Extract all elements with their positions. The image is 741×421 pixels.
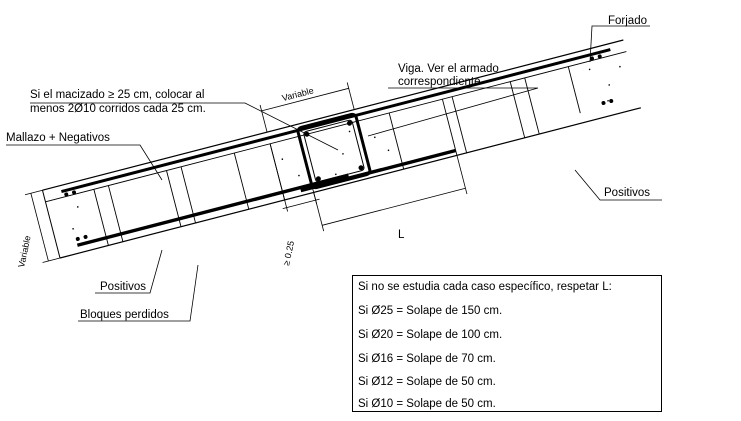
- slab-top-line: [42, 39, 624, 191]
- note-line-3: Si Ø16 = Solape de 70 cm.: [358, 353, 496, 365]
- macizado-label-1: Si el macizado ≥ 25 cm, colocar al: [30, 89, 204, 101]
- top-reinforcement-bar: [61, 48, 611, 193]
- inclined-slab: Variable: [24, 39, 642, 263]
- bloques-label: Bloques perdidos: [80, 309, 169, 321]
- rebar-dots: [64, 54, 614, 241]
- macizado-label-2: menos 2Ø10 corridos cada 25 cm.: [30, 103, 206, 115]
- dimension-variable-left: [24, 189, 61, 263]
- note-title: Si no se estudia cada caso específico, r…: [358, 281, 612, 293]
- variable-left-label: Variable: [16, 235, 33, 269]
- variable-top-label: Variable: [281, 85, 315, 103]
- note-line-1: Si Ø25 = Solape de 150 cm.: [358, 305, 503, 317]
- dimension-min-025: [269, 136, 320, 212]
- dim-L-label: L: [398, 229, 405, 241]
- leader-positivos-left: [95, 249, 163, 294]
- leader-positivos-right: [574, 169, 662, 201]
- joist-ribs: [93, 66, 581, 246]
- slab-topping-line: [45, 51, 627, 203]
- dimension-variable-top: [259, 82, 355, 133]
- mallazo-label: Mallazo + Negativos: [6, 132, 110, 144]
- leader-forjado: [589, 25, 650, 63]
- note-line-5: Si Ø10 = Solape de 50 cm.: [358, 398, 496, 410]
- dimension-L: [313, 155, 468, 232]
- forjado-label: Forjado: [608, 15, 647, 27]
- bottom-reinforcement-left: [76, 173, 349, 247]
- positivos-right-label: Positivos: [604, 187, 650, 199]
- leader-bloques: [78, 264, 199, 322]
- leader-lines: [6, 25, 662, 322]
- viga-label-1: Viga. Ver el armado: [398, 63, 499, 75]
- leader-viga: [367, 87, 539, 137]
- positivos-left-label: Positivos: [100, 281, 146, 293]
- lap-length-note-box: Si no se estudia cada caso específico, r…: [352, 275, 662, 412]
- note-line-4: Si Ø12 = Solape de 50 cm.: [358, 376, 496, 388]
- slab-bottom-line: [59, 107, 642, 259]
- beam-stirrup-inner: [303, 119, 365, 183]
- leader-macizado: [30, 102, 339, 151]
- viga-label-2: correspondiente: [398, 76, 480, 88]
- leader-mallazo: [6, 144, 163, 181]
- note-line-2: Si Ø20 = Solape de 100 cm.: [358, 329, 503, 341]
- slab-left-end: [41, 190, 61, 259]
- min-025-label: ≥ 0.25: [281, 240, 296, 267]
